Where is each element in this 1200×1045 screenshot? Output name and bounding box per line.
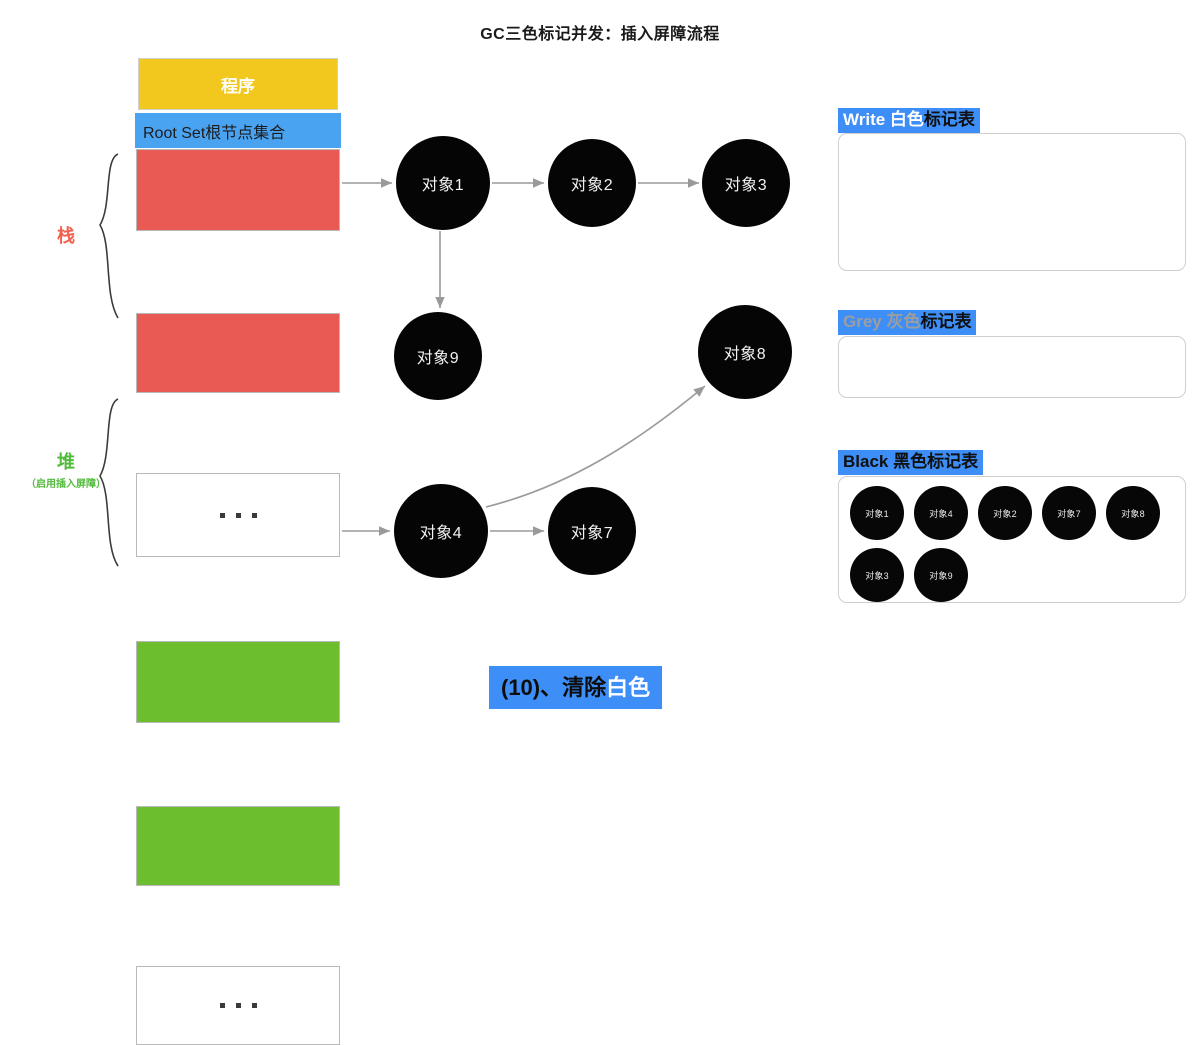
black-table-chip: 对象3	[850, 548, 904, 602]
step-caption: (10)、清除白色	[489, 666, 663, 709]
stack-cell-1	[136, 149, 340, 231]
graph-node-obj3: 对象3	[702, 139, 790, 227]
root-set-box: Root Set根节点集合	[135, 113, 341, 148]
stack-label: 栈	[57, 226, 75, 246]
black-table-chip: 对象9	[914, 548, 968, 602]
caption-highlight: 白色	[606, 675, 651, 700]
graph-node-obj8: 对象8	[698, 305, 792, 399]
grey-mark-table-box	[838, 336, 1186, 398]
dot	[251, 512, 257, 518]
black-table-title-en: Black 黑色	[843, 452, 928, 471]
dot	[219, 512, 225, 518]
black-table-chip: 对象1	[850, 486, 904, 540]
stack-ellipsis-cell	[136, 473, 340, 557]
heap-brace	[99, 398, 119, 567]
caption-prefix: (10)、清除	[501, 675, 607, 700]
heap-ellipsis-cell	[136, 966, 340, 1045]
black-table-chip: 对象8	[1106, 486, 1160, 540]
stack-brace	[99, 153, 119, 319]
program-box: 程序	[138, 58, 338, 110]
edge-obj4-to-obj8	[485, 385, 706, 508]
dot	[219, 1003, 225, 1008]
black-mark-table-title: Black 黑色标记表	[838, 450, 984, 476]
dot	[251, 1003, 257, 1008]
heap-cell-1	[136, 641, 340, 723]
heap-cell-2	[136, 806, 340, 886]
heap-label: 堆 （启用插入屏障）	[10, 448, 122, 490]
graph-node-obj2: 对象2	[548, 139, 636, 227]
root-set-label: Root Set根节点集合	[143, 124, 286, 142]
white-mark-table-box	[838, 133, 1186, 271]
dot	[235, 512, 241, 518]
black-table-chip: 对象4	[914, 486, 968, 540]
grey-mark-table-title: Grey 灰色标记表	[838, 310, 977, 336]
white-table-title-cn: 标记表	[923, 110, 975, 129]
dot	[235, 1003, 241, 1008]
graph-node-obj4: 对象4	[394, 484, 488, 578]
grey-table-title-cn: 标记表	[920, 312, 972, 331]
white-mark-table-title: Write 白色标记表	[838, 108, 980, 134]
white-table-title-en: Write 白色	[843, 110, 924, 129]
stack-cell-2	[136, 313, 340, 393]
heap-label-main: 堆	[57, 452, 75, 472]
grey-table-title-en: Grey 灰色	[843, 312, 921, 331]
heap-label-sub: （启用插入屏障）	[26, 479, 106, 490]
black-table-chip: 对象2	[978, 486, 1032, 540]
graph-node-obj1: 对象1	[396, 136, 490, 230]
diagram-canvas	[99, 153, 706, 567]
graph-node-obj9: 对象9	[394, 312, 482, 400]
page-title: GC三色标记并发：插入屏障流程	[480, 26, 720, 43]
black-table-chip: 对象7	[1042, 486, 1096, 540]
black-table-title-cn: 标记表	[927, 452, 979, 471]
graph-node-obj7: 对象7	[548, 487, 636, 575]
program-label: 程序	[221, 76, 255, 96]
